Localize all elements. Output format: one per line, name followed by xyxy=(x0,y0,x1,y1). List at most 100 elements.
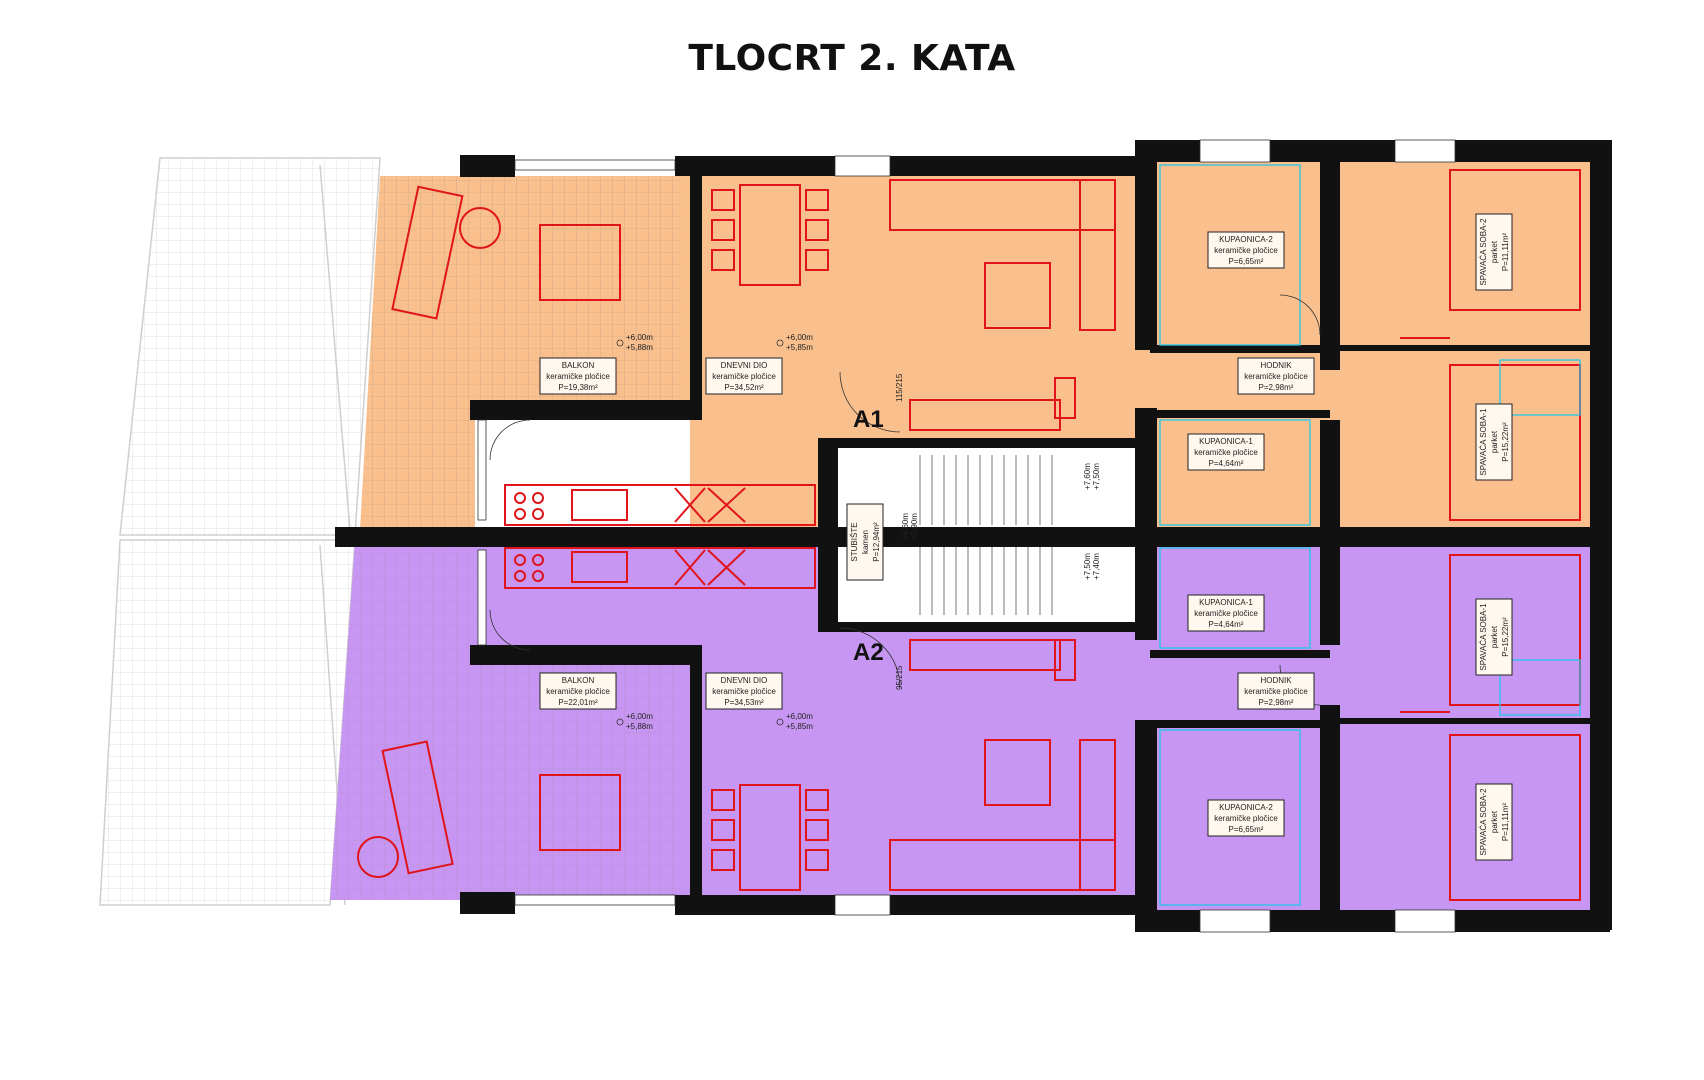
svg-text:parket: parket xyxy=(1490,810,1499,833)
svg-text:parket: parket xyxy=(1490,625,1499,648)
svg-text:parket: parket xyxy=(1490,430,1499,453)
svg-text:parket: parket xyxy=(1490,240,1499,263)
svg-text:HODNIK: HODNIK xyxy=(1260,361,1292,370)
level-mark-stair-2: +7,50m +7,40m xyxy=(1083,553,1101,580)
svg-text:P=4,64m²: P=4,64m² xyxy=(1209,459,1244,468)
svg-text:keramičke pločice: keramičke pločice xyxy=(1214,246,1278,255)
level-mark-a2-balkon: +6,00m +5,88m xyxy=(616,712,653,731)
room-label-a2-kup2: KUPAONICA-2 keramičke pločice P=6,65m² xyxy=(1207,799,1285,837)
svg-text:KUPAONICA-2: KUPAONICA-2 xyxy=(1219,803,1273,812)
svg-text:P=4,64m²: P=4,64m² xyxy=(1209,620,1244,629)
room-label-a1-balkon: BALKON keramičke pločice P=19,38m² xyxy=(539,357,617,395)
svg-text:DNEVNI DIO: DNEVNI DIO xyxy=(721,361,768,370)
living-a1 xyxy=(889,179,1116,431)
room-label-a2-balkon: BALKON keramičke pločice P=22,01m² xyxy=(539,672,617,710)
svg-text:P=15,22m²: P=15,22m² xyxy=(1501,617,1510,657)
room-label-a1-soba2: SPAVAĆA SOBA-2 parket P=11,11m² xyxy=(1475,213,1513,291)
svg-text:+7,50m: +7,50m xyxy=(1092,463,1101,490)
svg-text:P=11,11m²: P=11,11m² xyxy=(1501,803,1510,842)
svg-text:+5,85m: +5,85m xyxy=(786,343,813,352)
svg-text:SPAVAĆA SOBA-2: SPAVAĆA SOBA-2 xyxy=(1479,788,1488,856)
room-label-a1-kup2: KUPAONICA-2 keramičke pločice P=6,65m² xyxy=(1207,231,1285,269)
svg-text:keramičke pločice: keramičke pločice xyxy=(1214,814,1278,823)
svg-text:keramičke pločice: keramičke pločice xyxy=(546,372,610,381)
level-mark-stair-1: +6,60m +5,90m xyxy=(901,513,919,540)
plan-title: TLOCRT 2. KATA xyxy=(688,38,1016,79)
bathroom-fixtures xyxy=(1159,164,1581,906)
svg-text:keramičke pločice: keramičke pločice xyxy=(712,687,776,696)
svg-text:+5,90m: +5,90m xyxy=(910,513,919,540)
svg-text:+7,40m: +7,40m xyxy=(1092,553,1101,580)
svg-text:P=12,94m²: P=12,94m² xyxy=(872,522,881,562)
lounger-a1 xyxy=(391,185,501,320)
svg-text:keramičke pločice: keramičke pločice xyxy=(712,372,776,381)
svg-text:BALKON: BALKON xyxy=(562,361,595,370)
room-label-a2-dnevni: DNEVNI DIO keramičke pločice P=34,53m² xyxy=(705,672,783,710)
kitchen-a1 xyxy=(504,484,816,526)
svg-text:KUPAONICA-1: KUPAONICA-1 xyxy=(1199,437,1253,446)
living-a2 xyxy=(889,639,1116,891)
svg-text:+6,00m: +6,00m xyxy=(626,333,653,342)
level-mark-a1-balkon: +6,00m +5,88m xyxy=(616,333,653,352)
svg-text:+6,00m: +6,00m xyxy=(786,712,813,721)
level-mark-stair-3: +7,60m +7,50m xyxy=(1083,463,1101,490)
lounger-a2 xyxy=(357,740,454,878)
room-label-stubiste: STUBIŠTE kamen P=12,94m² xyxy=(846,503,884,581)
svg-text:P=11,11m²: P=11,11m² xyxy=(1501,233,1510,272)
apartment-mark-a1: A1 xyxy=(853,406,884,433)
room-label-a1-soba1: SPAVAĆA SOBA-1 parket P=15,22m² xyxy=(1475,403,1513,481)
apartment-mark-a2: A2 xyxy=(853,639,884,666)
svg-text:keramičke pločice: keramičke pločice xyxy=(1244,687,1308,696)
level-mark-a2-dnevni: +6,00m +5,85m xyxy=(776,712,813,731)
door-swings xyxy=(489,294,1321,706)
svg-text:+5,88m: +5,88m xyxy=(626,722,653,731)
svg-text:P=19,38m²: P=19,38m² xyxy=(558,383,598,392)
svg-text:SPAVAĆA SOBA-1: SPAVAĆA SOBA-1 xyxy=(1479,603,1488,671)
room-label-a1-hodnik: HODNIK keramičke pločice P=2,98m² xyxy=(1237,357,1315,395)
svg-text:keramičke pločice: keramičke pločice xyxy=(546,687,610,696)
svg-text:P=15,22m²: P=15,22m² xyxy=(1501,422,1510,462)
svg-text:P=2,98m²: P=2,98m² xyxy=(1259,698,1294,707)
svg-text:P=22,01m²: P=22,01m² xyxy=(558,698,598,707)
svg-text:keramičke pločice: keramičke pločice xyxy=(1244,372,1308,381)
svg-text:+5,88m: +5,88m xyxy=(626,343,653,352)
door-mark-a2: 95/215 xyxy=(895,665,904,690)
room-label-a2-soba2: SPAVAĆA SOBA-2 parket P=11,11m² xyxy=(1475,783,1513,861)
svg-text:+7,50m: +7,50m xyxy=(1083,553,1092,580)
svg-text:P=2,98m²: P=2,98m² xyxy=(1259,383,1294,392)
svg-text:+5,85m: +5,85m xyxy=(786,722,813,731)
room-label-a1-kup1: KUPAONICA-1 keramičke pločice P=4,64m² xyxy=(1187,433,1265,471)
dining-a2 xyxy=(711,784,829,891)
balcony-dining-a1 xyxy=(539,224,621,301)
svg-text:P=34,53m²: P=34,53m² xyxy=(724,698,764,707)
kitchen-a2 xyxy=(504,547,816,589)
svg-text:SPAVAĆA SOBA-2: SPAVAĆA SOBA-2 xyxy=(1479,218,1488,286)
balcony-dining-a2 xyxy=(539,774,621,851)
svg-text:KUPAONICA-2: KUPAONICA-2 xyxy=(1219,235,1273,244)
dining-a1 xyxy=(711,184,829,286)
svg-text:BALKON: BALKON xyxy=(562,676,595,685)
svg-text:KUPAONICA-1: KUPAONICA-1 xyxy=(1199,598,1253,607)
room-label-a1-dnevni: DNEVNI DIO keramičke pločice P=34,52m² xyxy=(705,357,783,395)
svg-text:+6,00m: +6,00m xyxy=(626,712,653,721)
level-mark-a1-dnevni: +6,00m +5,85m xyxy=(776,333,813,352)
svg-text:P=34,52m²: P=34,52m² xyxy=(724,383,764,392)
svg-text:keramičke pločice: keramičke pločice xyxy=(1194,448,1258,457)
svg-text:+6,00m: +6,00m xyxy=(786,333,813,342)
room-label-a2-hodnik: HODNIK keramičke pločice P=2,98m² xyxy=(1237,672,1315,710)
room-label-a2-soba1: SPAVAĆA SOBA-1 parket P=15,22m² xyxy=(1475,598,1513,676)
windows xyxy=(477,139,1456,933)
svg-text:+6,60m: +6,60m xyxy=(901,513,910,540)
beds xyxy=(1400,169,1581,901)
svg-text:HODNIK: HODNIK xyxy=(1260,676,1292,685)
svg-text:keramičke pločice: keramičke pločice xyxy=(1194,609,1258,618)
svg-text:P=6,65m²: P=6,65m² xyxy=(1229,825,1264,834)
svg-text:+7,60m: +7,60m xyxy=(1083,463,1092,490)
svg-text:STUBIŠTE: STUBIŠTE xyxy=(850,522,859,561)
svg-text:DNEVNI DIO: DNEVNI DIO xyxy=(721,676,768,685)
svg-text:kamen: kamen xyxy=(861,530,870,554)
svg-text:SPAVAĆA SOBA-1: SPAVAĆA SOBA-1 xyxy=(1479,408,1488,476)
room-label-a2-kup1: KUPAONICA-1 keramičke pločice P=4,64m² xyxy=(1187,594,1265,632)
door-mark-a1: 115/215 xyxy=(895,373,904,402)
